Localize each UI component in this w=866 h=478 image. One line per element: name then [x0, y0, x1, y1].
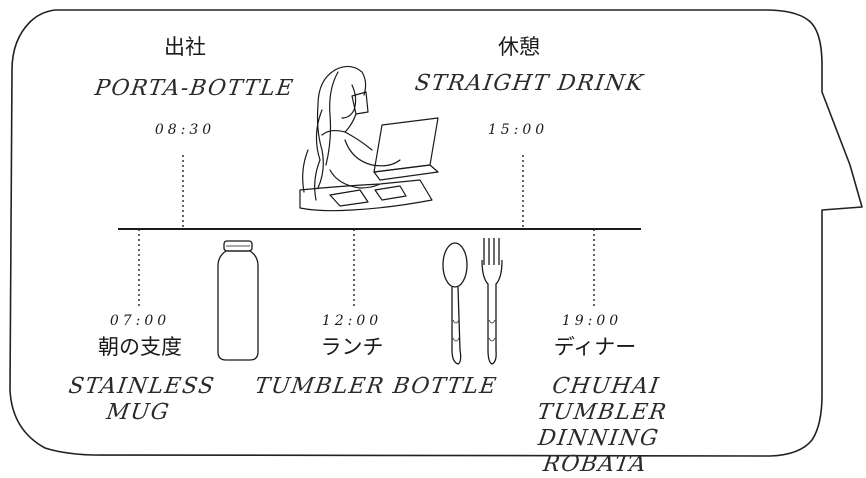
event-product-1900-line-2: DINNING ROBATA	[536, 426, 661, 477]
event-title-0700: 朝の支度	[98, 335, 182, 359]
event-product-0700-line-1: STAINLESS	[66, 374, 217, 399]
event-title-1500: 休憩	[498, 35, 540, 59]
event-time-1900: 19:00	[561, 313, 623, 329]
event-time-0830: 08:30	[154, 122, 216, 138]
event-product-1900-line-1: CHUHAI TUMBLER	[535, 374, 669, 425]
event-product-1500: STRAIGHT DRINK	[413, 71, 646, 96]
event-product-0830: PORTA-BOTTLE	[93, 76, 296, 101]
speech-bubble-outline	[9, 9, 863, 457]
event-title-1200: ランチ	[320, 335, 384, 359]
bottle-icon	[217, 240, 259, 361]
event-time-1200: 12:00	[321, 313, 383, 329]
event-title-1900: ディナー	[553, 335, 637, 359]
event-product-0700: STAINLESS MUG	[51, 374, 228, 426]
event-product-1900: CHUHAI TUMBLER DINNING ROBATA	[481, 374, 721, 478]
speech-bubble	[9, 9, 863, 457]
event-time-1500: 15:00	[487, 122, 549, 138]
event-title-0830: 出社	[164, 35, 206, 59]
fork-icon	[481, 238, 503, 365]
woman-drinking-laptop-illustration	[299, 65, 439, 212]
event-time-0700: 07:00	[109, 313, 171, 329]
event-product-0700-line-2: MUG	[104, 400, 172, 425]
spoon-icon	[442, 242, 468, 365]
event-product-1200: TUMBLER BOTTLE	[253, 374, 499, 399]
